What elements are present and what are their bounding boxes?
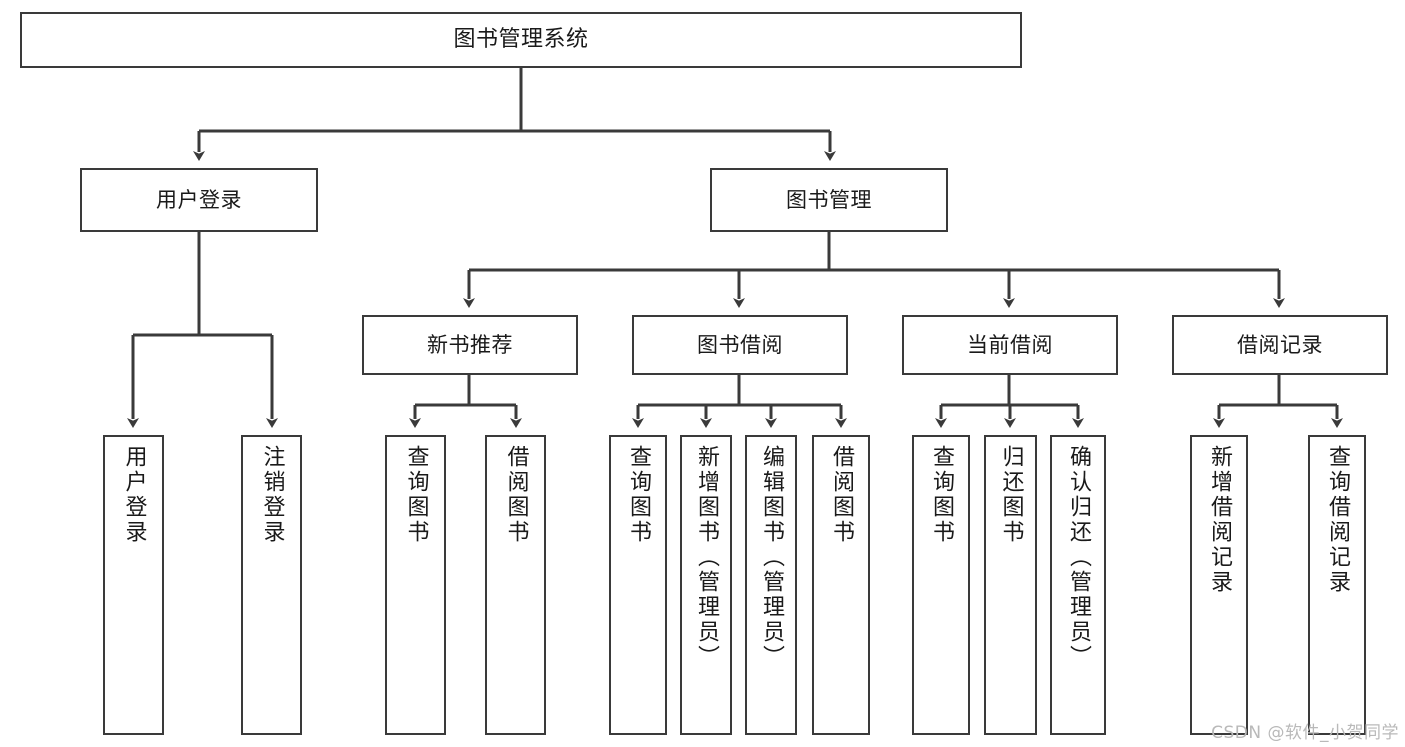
- node-book-management[interactable]: 图书管理: [710, 168, 948, 232]
- node-label: 新增借阅记录: [1206, 445, 1232, 595]
- node-label: 查询图书: [928, 445, 954, 545]
- edge-group-new-book-recommend: [409, 375, 522, 428]
- node-label: 图书管理: [786, 187, 872, 212]
- edge-group-user-login: [127, 232, 278, 428]
- node-borrow-records[interactable]: 借阅记录: [1172, 315, 1388, 375]
- node-label: 借阅图书: [828, 445, 854, 545]
- edge-group-book-borrow: [632, 375, 847, 428]
- node-label: 确认归还（管理员）: [1065, 445, 1091, 670]
- node-label: 新增图书（管理员）: [693, 445, 719, 670]
- node-leaf-borrow-book[interactable]: 借阅图书: [812, 435, 870, 735]
- node-label: 查询图书: [625, 445, 651, 545]
- node-leaf-query-book-borrow[interactable]: 查询图书: [609, 435, 667, 735]
- node-label: 新书推荐: [427, 332, 513, 357]
- edge-group-current-borrow: [935, 375, 1084, 428]
- node-current-borrow[interactable]: 当前借阅: [902, 315, 1118, 375]
- node-leaf-query-book-current[interactable]: 查询图书: [912, 435, 970, 735]
- node-root-system[interactable]: 图书管理系统: [20, 12, 1022, 68]
- node-leaf-edit-book-admin[interactable]: 编辑图书（管理员）: [745, 435, 797, 735]
- node-label: 图书借阅: [697, 332, 783, 357]
- node-label: 归还图书: [998, 445, 1024, 545]
- node-label: 用户登录: [156, 187, 242, 212]
- node-leaf-add-borrow-record[interactable]: 新增借阅记录: [1190, 435, 1248, 735]
- node-label: 图书管理系统: [453, 27, 589, 53]
- node-leaf-query-borrow-record[interactable]: 查询借阅记录: [1308, 435, 1366, 735]
- node-label: 注销登录: [259, 445, 285, 545]
- node-label: 当前借阅: [967, 332, 1053, 357]
- node-leaf-confirm-return-admin[interactable]: 确认归还（管理员）: [1050, 435, 1106, 735]
- edge-group-root: [193, 68, 836, 161]
- node-label: 编辑图书（管理员）: [758, 445, 784, 670]
- node-label: 借阅记录: [1237, 332, 1323, 357]
- node-label: 查询图书: [403, 445, 429, 545]
- node-label: 用户登录: [121, 445, 147, 545]
- edge-group-book-management: [463, 232, 1285, 308]
- edge-group-borrow-records: [1213, 375, 1343, 428]
- watermark-text: CSDN @软件_小贺同学: [1211, 723, 1399, 743]
- node-leaf-user-login[interactable]: 用户登录: [103, 435, 164, 735]
- node-leaf-add-book-admin[interactable]: 新增图书（管理员）: [680, 435, 732, 735]
- node-label: 借阅图书: [503, 445, 529, 545]
- node-leaf-return-book[interactable]: 归还图书: [984, 435, 1037, 735]
- node-leaf-borrow-book-recommend[interactable]: 借阅图书: [485, 435, 546, 735]
- node-leaf-logout[interactable]: 注销登录: [241, 435, 302, 735]
- node-label: 查询借阅记录: [1324, 445, 1350, 595]
- node-user-login[interactable]: 用户登录: [80, 168, 318, 232]
- node-new-book-recommend[interactable]: 新书推荐: [362, 315, 578, 375]
- node-leaf-query-book-recommend[interactable]: 查询图书: [385, 435, 446, 735]
- node-book-borrow[interactable]: 图书借阅: [632, 315, 848, 375]
